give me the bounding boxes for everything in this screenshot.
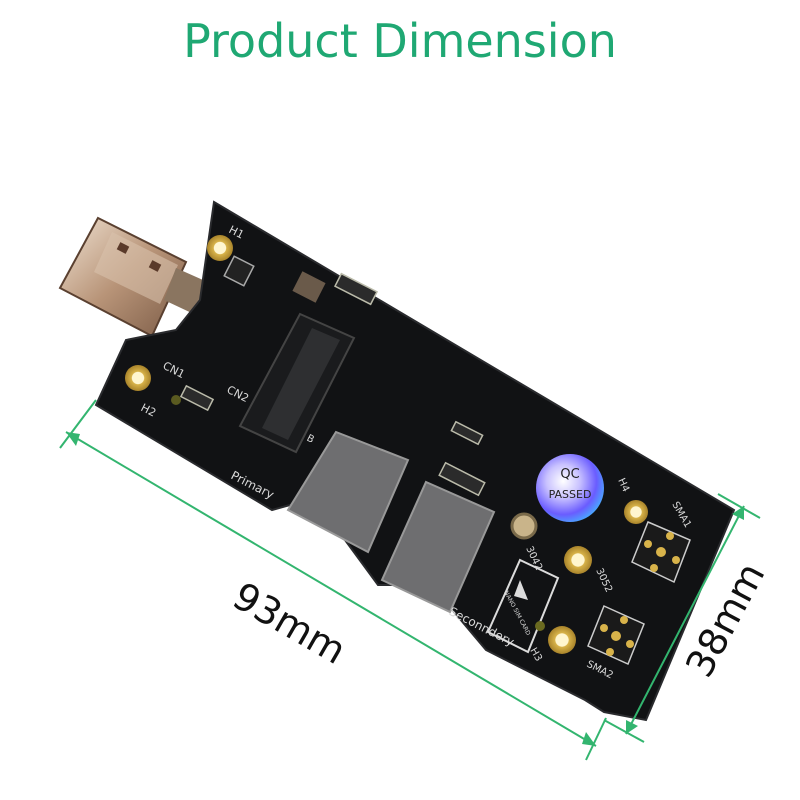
- h2-label: H2: [139, 401, 159, 420]
- arrow-up-icon: [732, 506, 744, 520]
- arrow-left-icon: [66, 432, 80, 446]
- arrow-down-icon: [626, 720, 638, 734]
- h1-label: H1: [227, 223, 247, 242]
- qc-passed-sticker: QC PASSED: [536, 454, 604, 522]
- key-b-label: B: [305, 433, 316, 446]
- qc-passed-text: PASSED: [549, 488, 592, 501]
- h4-label: H4: [615, 477, 631, 494]
- sma2-pad: [587, 604, 645, 666]
- pcb-board: QC PASSED H1 CN1 H2 CN2 B Primary Seconn…: [94, 200, 736, 722]
- arrow-right-icon: [582, 732, 596, 746]
- qc-text: QC: [560, 467, 579, 482]
- page-title: Product Dimension: [183, 14, 617, 68]
- sma1-pad: [631, 521, 691, 584]
- length-label: 93mm: [226, 574, 354, 673]
